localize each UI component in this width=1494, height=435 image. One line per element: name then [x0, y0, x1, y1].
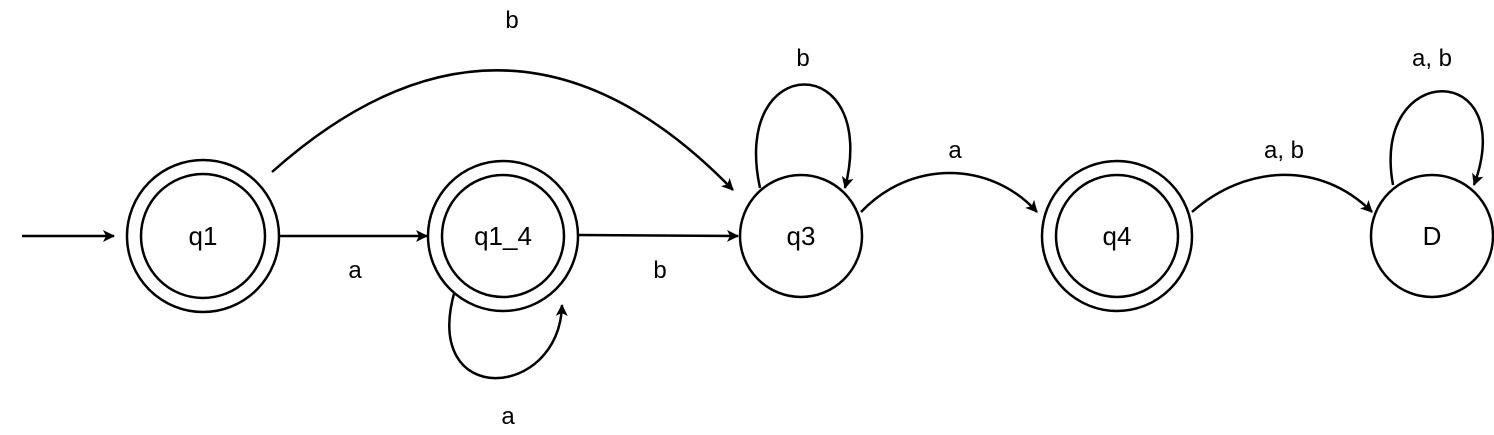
edge-label: a, b	[1412, 45, 1452, 72]
state-D: D	[1369, 173, 1494, 299]
edge-label: b	[505, 7, 518, 34]
state-q3: q3	[738, 173, 864, 299]
edge-q1-q3	[271, 69, 734, 191]
state-label: q1_4	[474, 221, 532, 251]
edge-D-loop	[1389, 90, 1485, 186]
edge-label: a	[948, 137, 962, 164]
edge-label: b	[796, 45, 809, 72]
edge-q4-D	[1191, 173, 1373, 213]
edge-label: a	[348, 257, 362, 284]
state-q1: q1	[125, 158, 281, 314]
state-q4: q4	[1040, 159, 1194, 313]
state-label: q3	[787, 221, 816, 251]
state-q1_4: q1_4	[426, 159, 580, 313]
state-label: q4	[1103, 221, 1132, 251]
edge-q1_4-q3	[577, 229, 739, 242]
edge-label: b	[653, 257, 666, 284]
state-label: q1	[189, 221, 218, 251]
edge-label: a, b	[1264, 137, 1304, 164]
state-label: D	[1423, 221, 1442, 251]
edge-q3-loop	[754, 83, 854, 189]
edge-label: a	[501, 403, 515, 430]
edge-q3-q4	[860, 171, 1038, 213]
edge-q1_4-loop	[448, 289, 568, 380]
